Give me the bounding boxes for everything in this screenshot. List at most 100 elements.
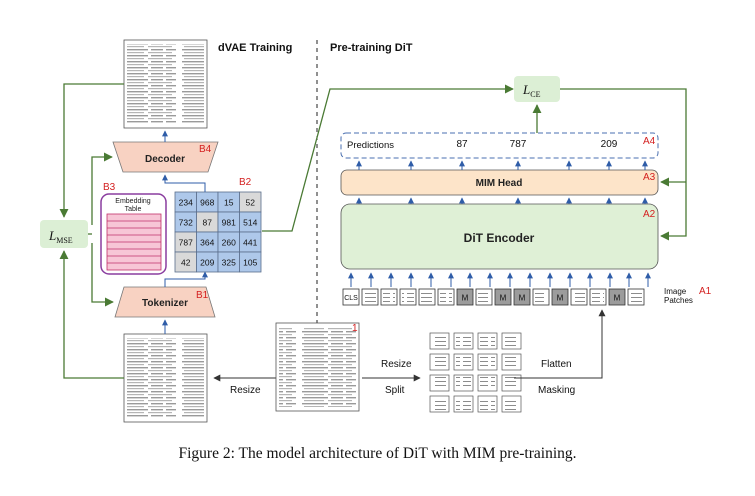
patch-token [380, 288, 398, 306]
image-patch [453, 374, 474, 392]
embedding-table-label-2: Table [125, 206, 142, 213]
token-cell: 105 [239, 251, 262, 273]
mask-label: M [557, 294, 564, 303]
image-patch [453, 395, 474, 413]
dit-arrows [348, 160, 651, 287]
token-value: 105 [243, 258, 257, 268]
mask-label: M [519, 294, 526, 303]
image-patch [501, 374, 522, 392]
prediction-value-2: 787 [510, 139, 527, 150]
token-cell: 981 [217, 211, 240, 233]
masked-patch: M [551, 288, 569, 306]
mask-label: M [500, 294, 507, 303]
patch-token [532, 288, 550, 306]
embedding-table: Embedding Table [100, 193, 167, 275]
image-patch [453, 353, 474, 371]
image-patch [477, 374, 498, 392]
image-patch [477, 353, 498, 371]
patch-token [589, 288, 607, 306]
token-value: 364 [200, 238, 214, 248]
marker-a2: A2 [643, 209, 656, 220]
cls-label: CLS [344, 295, 358, 302]
token-cell: 42 [174, 251, 197, 273]
loss-mse: LMSE [40, 220, 88, 248]
token-value: 981 [222, 218, 236, 228]
patch-token [361, 288, 379, 306]
token-cell: 787 [174, 231, 197, 253]
marker-b1: B1 [196, 290, 209, 301]
image-patch [477, 332, 498, 350]
token-value: 209 [200, 258, 214, 268]
token-value: 325 [222, 258, 236, 268]
token-cell: 514 [239, 211, 262, 233]
original-document [275, 322, 360, 412]
svg-text:LMSE: LMSE [48, 228, 73, 245]
marker-a4: A4 [643, 136, 656, 147]
token-cell: 364 [196, 231, 219, 253]
predictions-block: Predictions 87 787 209 [340, 132, 659, 159]
marker-b2: B2 [239, 177, 252, 188]
marker-a3: A3 [643, 172, 656, 183]
token-cell: 209 [196, 251, 219, 273]
dit-encoder-block: DiT Encoder [340, 203, 659, 270]
token-cell: 441 [239, 231, 262, 253]
token-cell: 968 [196, 191, 219, 213]
image-patch [429, 353, 450, 371]
masked-patch: M [608, 288, 626, 306]
cls-token: CLS [342, 288, 360, 306]
image-patch [429, 395, 450, 413]
token-value: 15 [224, 198, 234, 208]
token-value: 42 [181, 258, 191, 268]
figure-caption: Figure 2: The model architecture of DiT … [178, 445, 577, 462]
token-cell: 87 [196, 211, 219, 233]
resize-label-right: Resize [381, 359, 412, 370]
masked-patch: M [494, 288, 512, 306]
mask-label: M [614, 294, 621, 303]
token-value: 87 [203, 218, 213, 228]
token-value: 787 [179, 238, 193, 248]
token-value: 234 [179, 198, 193, 208]
token-cell: 15 [217, 191, 240, 213]
image-patch [453, 332, 474, 350]
loss-ce: LCE [514, 76, 560, 102]
marker-b3: B3 [103, 182, 116, 193]
patch-sequence: CLS M M M M M [342, 288, 645, 306]
image-patches-label-1: Image [664, 287, 687, 296]
svg-text:LCE: LCE [522, 82, 541, 99]
resize-label-left: Resize [230, 385, 261, 396]
dit-encoder-label: DiT Encoder [464, 231, 535, 245]
token-cell: 732 [174, 211, 197, 233]
decoder-block: Decoder [112, 141, 219, 173]
patch-token [399, 288, 417, 306]
reconstructed-document [123, 39, 208, 129]
token-cell: 234 [174, 191, 197, 213]
image-patch [477, 395, 498, 413]
mim-head-label: MIM Head [476, 178, 523, 189]
predictions-label: Predictions [347, 140, 394, 151]
split-label: Split [385, 385, 405, 396]
image-patch [501, 395, 522, 413]
token-value: 52 [246, 198, 256, 208]
image-patch [429, 374, 450, 392]
masked-patch: M [456, 288, 474, 306]
patch-token [437, 288, 455, 306]
marker-1: 1 [352, 323, 358, 334]
image-patch [501, 332, 522, 350]
masked-patch: M [513, 288, 531, 306]
token-value: 968 [200, 198, 214, 208]
tokenizer-label: Tokenizer [142, 298, 188, 309]
patch-token [570, 288, 588, 306]
token-value: 441 [243, 238, 257, 248]
marker-a1: A1 [699, 286, 712, 297]
marker-b4: B4 [199, 144, 212, 155]
mask-label: M [462, 294, 469, 303]
token-cell: 52 [239, 191, 262, 213]
dvae-section-title: dVAE Training [218, 42, 292, 54]
token-value: 732 [179, 218, 193, 228]
token-value: 260 [222, 238, 236, 248]
decoder-label: Decoder [145, 154, 185, 165]
prediction-value-3: 209 [601, 139, 618, 150]
dit-section-title: Pre-training DiT [330, 42, 413, 54]
